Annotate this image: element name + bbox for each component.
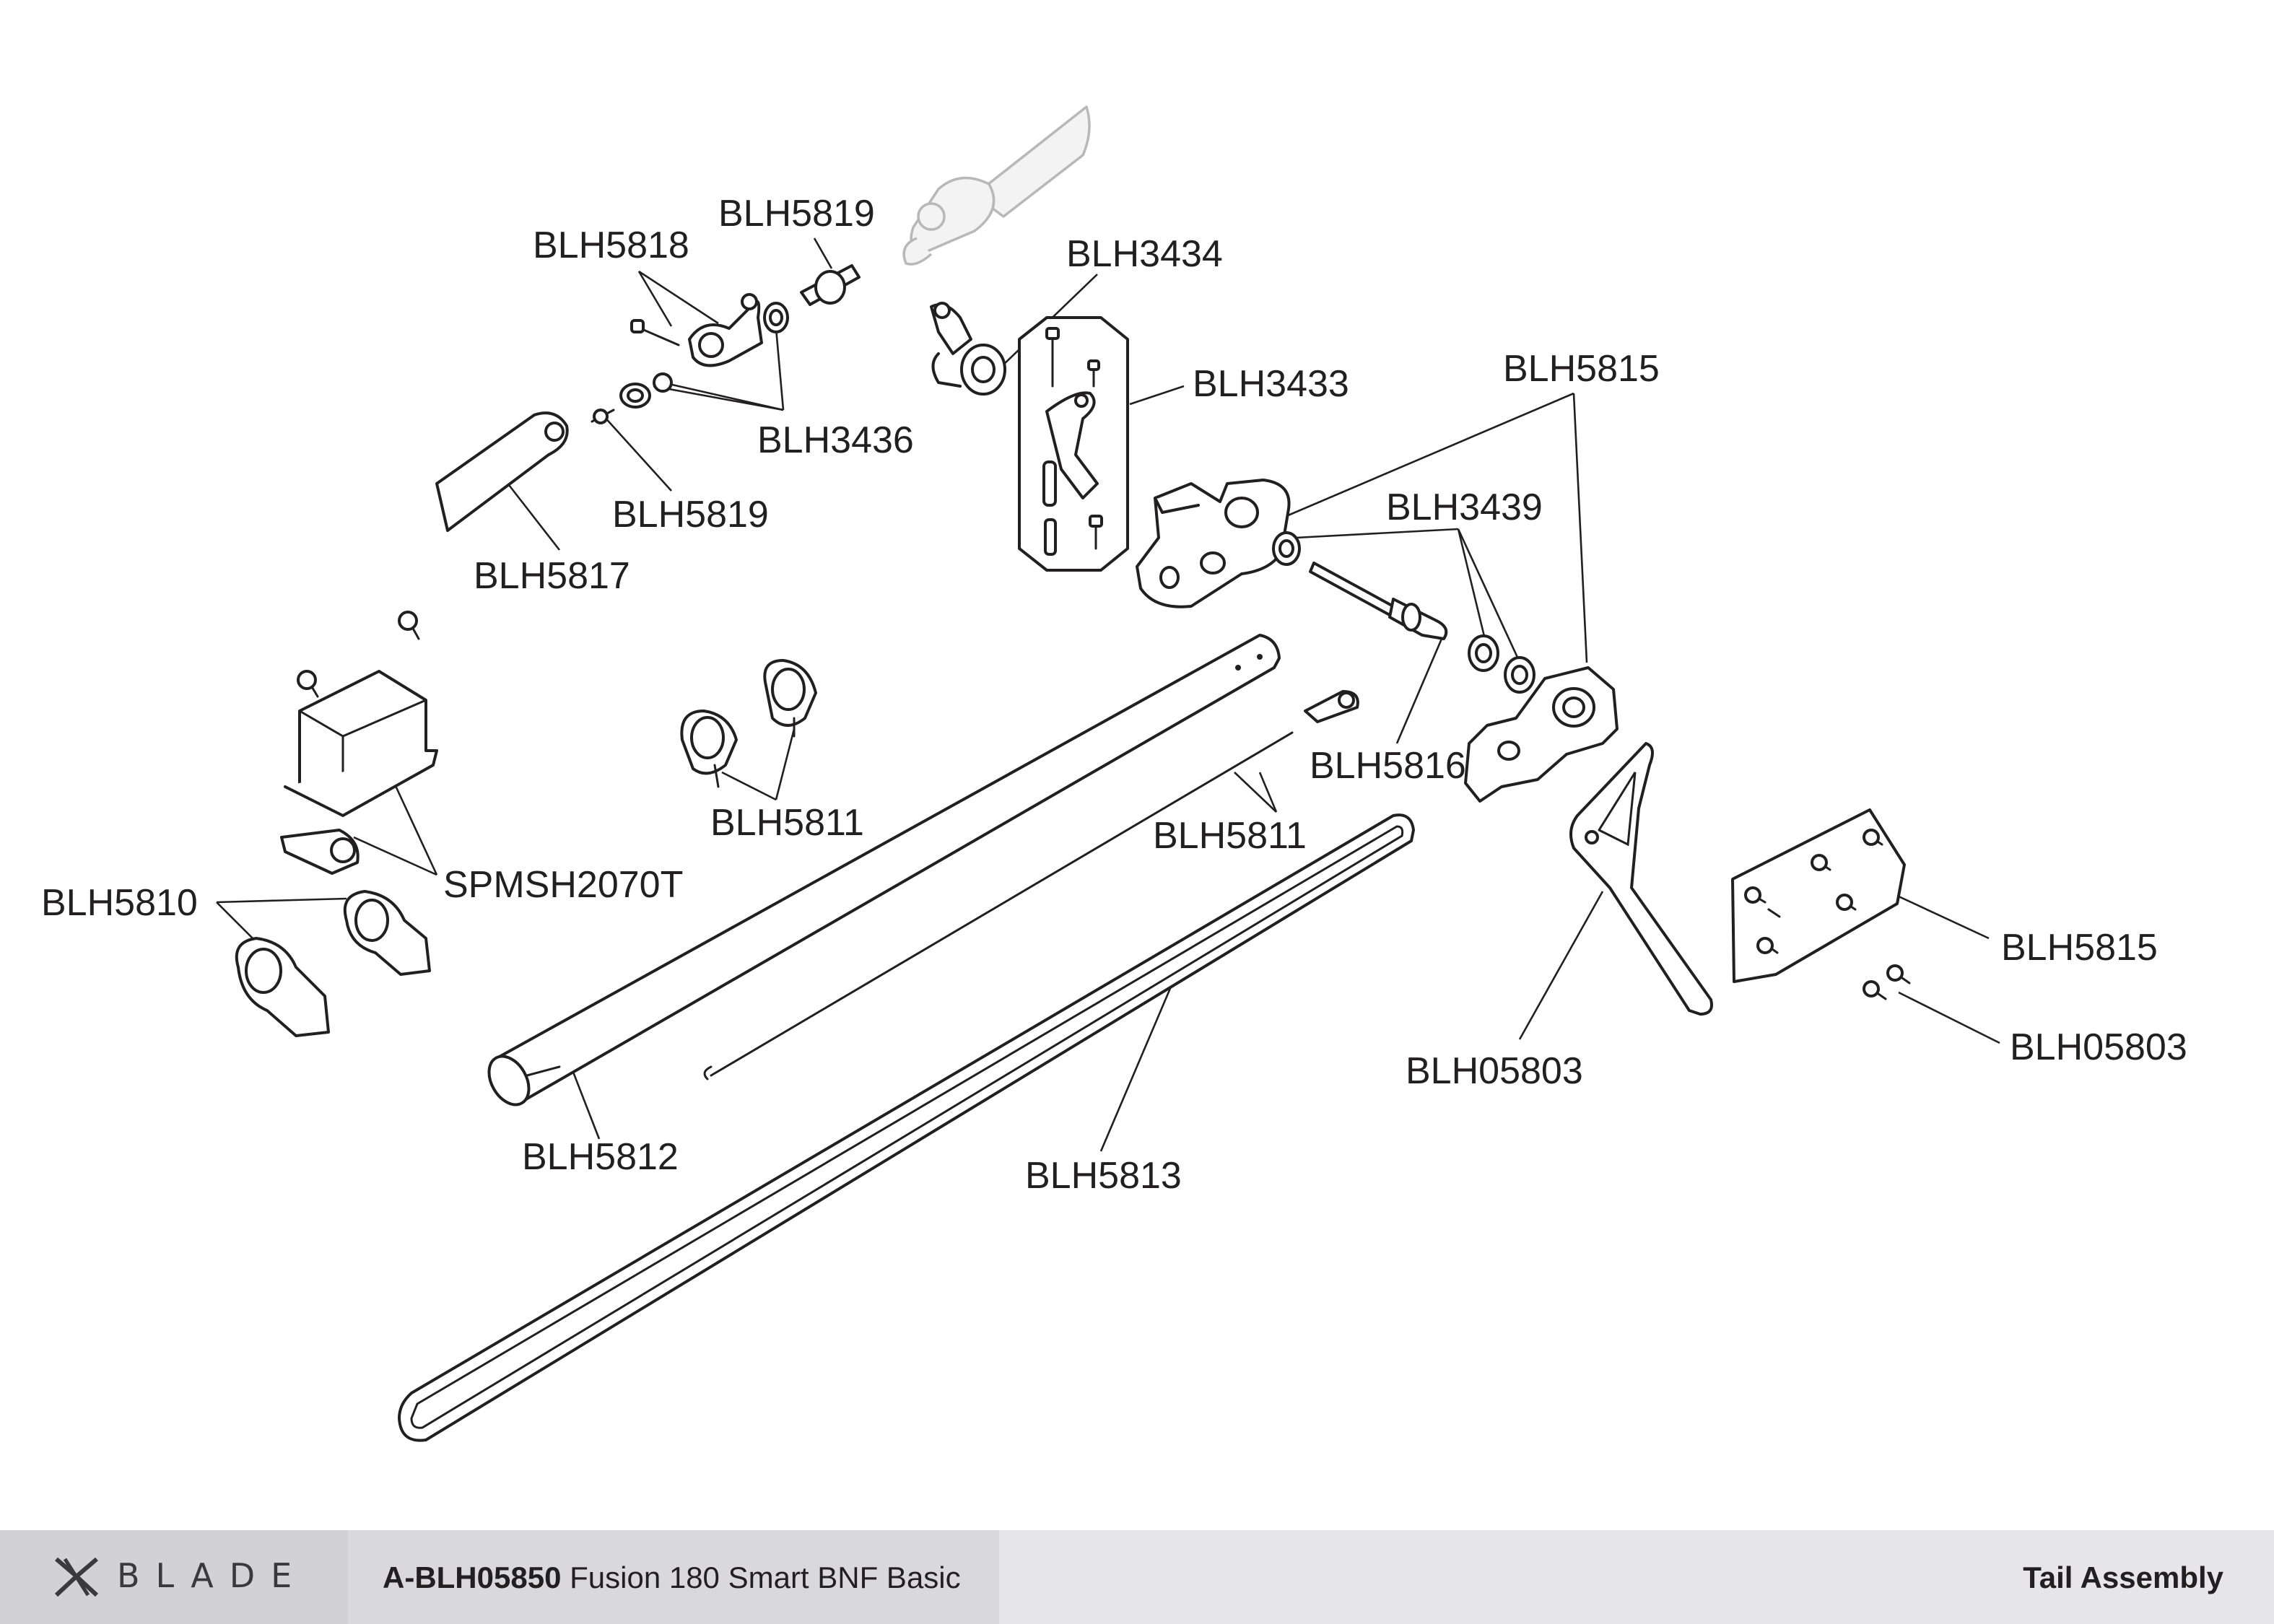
label-blh5811-clamps: BLH5811 xyxy=(710,802,864,844)
tail-control-rod xyxy=(703,690,1359,1081)
pitch-slider xyxy=(930,302,1006,396)
vertical-fin xyxy=(1569,742,1713,1016)
leader-lines xyxy=(216,237,2000,1152)
tail-blade xyxy=(435,411,569,532)
tail-servo xyxy=(280,611,438,875)
fin-screws xyxy=(1863,964,1911,1000)
product-title: A-BLH05850 Fusion 180 Smart BNF Basic xyxy=(383,1560,961,1595)
label-blh5812: BLH5812 xyxy=(522,1136,679,1178)
plate-screws xyxy=(1744,829,1883,954)
product-name: Fusion 180 Smart BNF Basic xyxy=(570,1560,961,1594)
label-blh3436: BLH3436 xyxy=(757,419,914,461)
label-blh5817: BLH5817 xyxy=(474,555,630,597)
ghost-tail-blade xyxy=(902,105,1091,266)
bearings-3439 xyxy=(1272,531,1535,694)
tail-gearbox-housing xyxy=(1136,479,1291,608)
bearings-3436 xyxy=(619,302,789,409)
label-blh5819-top: BLH5819 xyxy=(718,193,875,235)
boom-clamps-5810 xyxy=(235,890,431,1037)
brand-name: BLADE xyxy=(117,1556,308,1595)
label-blh3434: BLH3434 xyxy=(1066,233,1223,275)
label-blh5816: BLH5816 xyxy=(1310,745,1466,787)
tail-boom xyxy=(487,634,1281,1106)
label-blh5819-mid: BLH5819 xyxy=(612,494,769,536)
tail-mount-plate xyxy=(1731,808,1906,983)
screw-5819 xyxy=(591,409,615,424)
blade-logo-icon xyxy=(54,1557,99,1597)
label-blh5815-plate: BLH5815 xyxy=(2001,927,2158,969)
boom-clamps-5811 xyxy=(680,659,817,788)
footer-bar: BLADE A-BLH05850 Fusion 180 Smart BNF Ba… xyxy=(0,1530,2274,1624)
label-blh3433: BLH3433 xyxy=(1193,363,1349,405)
product-area: A-BLH05850 Fusion 180 Smart BNF Basic xyxy=(348,1530,999,1624)
label-spmsh2070t: SPMSH2070T xyxy=(443,864,683,906)
exploded-parts-diagram: BLH5819 BLH5818 BLH3434 BLH3433 BLH3436 … xyxy=(41,105,2187,1442)
label-blh3439: BLH3439 xyxy=(1386,486,1543,528)
product-code: A-BLH05850 xyxy=(383,1560,562,1594)
section-title: Tail Assembly xyxy=(2023,1560,2223,1594)
label-blh5818: BLH5818 xyxy=(533,224,689,266)
ball-link-top xyxy=(800,264,861,306)
label-blh05803-fin: BLH05803 xyxy=(1406,1050,1583,1092)
label-blh5810: BLH5810 xyxy=(41,882,198,924)
tail-drive-belt xyxy=(398,813,1415,1442)
pitch-lever-assembly xyxy=(1018,316,1129,572)
label-blh5811-rod: BLH5811 xyxy=(1153,815,1307,857)
tail-case xyxy=(1464,666,1619,803)
tail-output-shaft xyxy=(1309,562,1448,640)
label-blh5815-top: BLH5815 xyxy=(1503,348,1660,390)
label-blh5813: BLH5813 xyxy=(1025,1155,1182,1197)
part-labels: BLH5819 BLH5818 BLH3434 BLH3433 BLH3436 … xyxy=(41,193,2187,1197)
tail-blade-grip xyxy=(630,293,763,367)
brand-area: BLADE xyxy=(0,1530,348,1624)
label-blh05803-screws: BLH05803 xyxy=(2010,1026,2187,1068)
